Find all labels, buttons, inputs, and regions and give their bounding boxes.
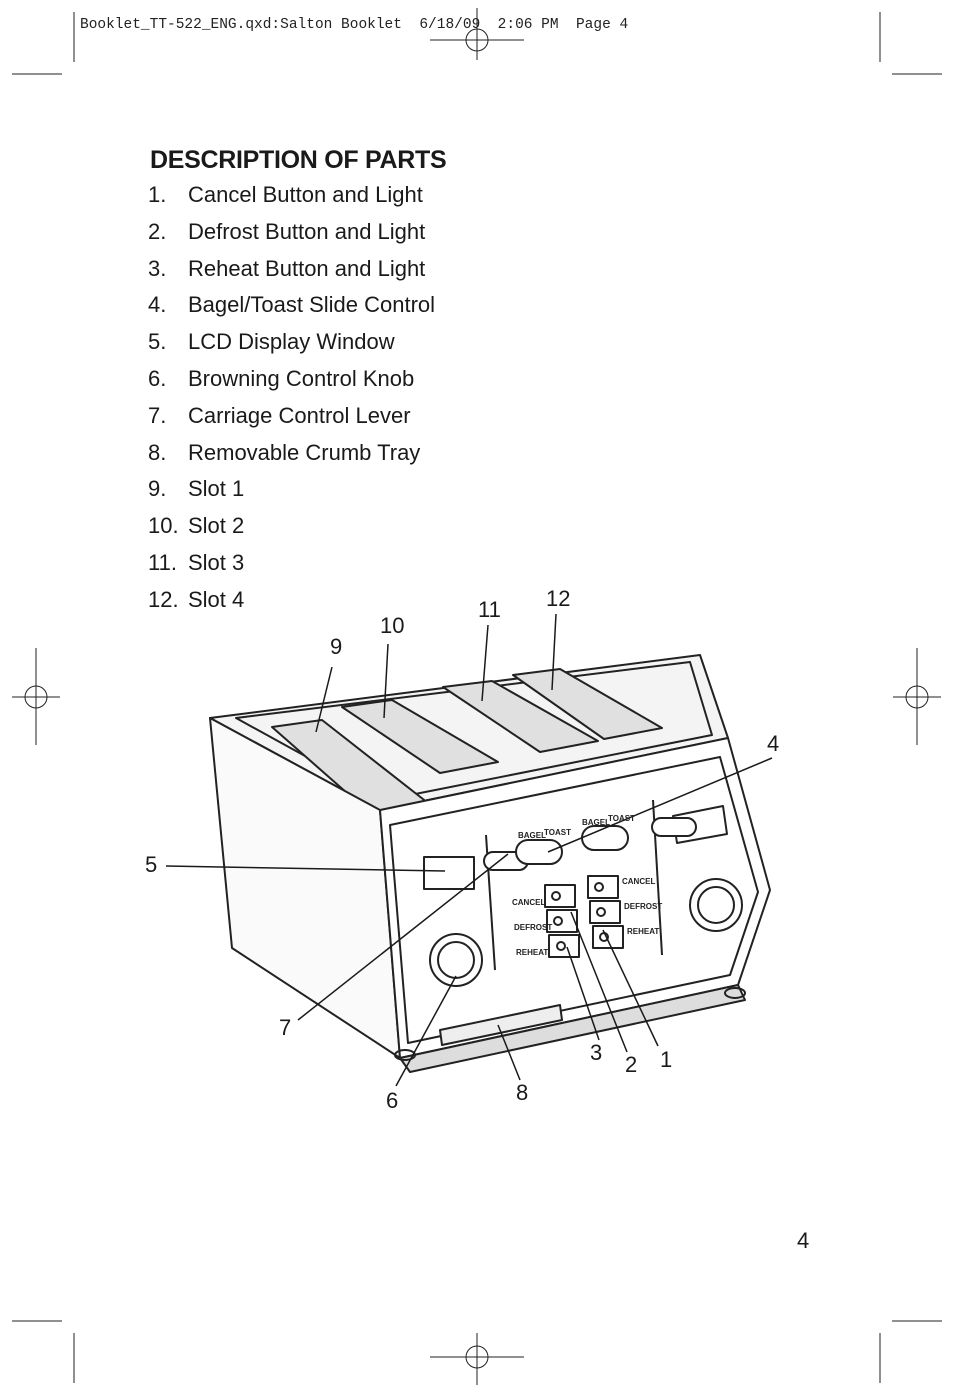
svg-text:DEFROST: DEFROST (514, 923, 552, 932)
callout-7: 7 (279, 1015, 292, 1040)
svg-text:BAGEL: BAGEL (518, 831, 546, 840)
list-item: 8.Removable Crumb Tray (148, 439, 421, 465)
callout-3: 3 (590, 1040, 603, 1065)
list-item: 12.Slot 4 (148, 586, 245, 612)
callout-10: 10 (380, 613, 405, 638)
print-slug: Booklet_TT-522_ENG.qxd:Salton Booklet 6/… (80, 17, 629, 33)
callout-4: 4 (767, 731, 780, 756)
list-item: 3.Reheat Button and Light (148, 255, 426, 281)
list-item: 1.Cancel Button and Light (148, 182, 423, 207)
svg-text:BAGEL: BAGEL (582, 818, 610, 827)
svg-text:CANCEL: CANCEL (622, 877, 655, 886)
page-title: DESCRIPTION OF PARTS (150, 146, 447, 174)
list-item: 7.Carriage Control Lever (148, 402, 411, 428)
callout-8: 8 (516, 1080, 529, 1105)
list-item: 6.Browning Control Knob (148, 365, 415, 391)
callout-1: 1 (660, 1047, 673, 1072)
svg-text:CANCEL: CANCEL (512, 898, 545, 907)
callout-6: 6 (386, 1088, 399, 1113)
callout-5: 5 (145, 852, 158, 877)
list-item: 5.LCD Display Window (148, 329, 395, 355)
svg-text:REHEAT: REHEAT (516, 948, 548, 957)
svg-text:TOAST: TOAST (608, 814, 635, 823)
list-item: 10.Slot 2 (148, 513, 245, 539)
list-item: 9.Slot 1 (148, 476, 245, 502)
callout-11: 11 (478, 597, 501, 622)
callout-9: 9 (330, 634, 343, 659)
page-number: 4 (797, 1228, 810, 1253)
svg-text:DEFROST: DEFROST (624, 902, 662, 911)
parts-list: 1.Cancel Button and Light 2.Defrost Butt… (148, 182, 435, 624)
svg-text:REHEAT: REHEAT (627, 927, 659, 936)
list-item: 2.Defrost Button and Light (148, 218, 426, 244)
callout-2: 2 (625, 1052, 638, 1077)
svg-text:TOAST: TOAST (544, 828, 571, 837)
callout-12: 12 (546, 586, 571, 611)
list-item: 4.Bagel/Toast Slide Control (148, 292, 436, 318)
list-item: 11.Slot 3 (148, 549, 245, 575)
